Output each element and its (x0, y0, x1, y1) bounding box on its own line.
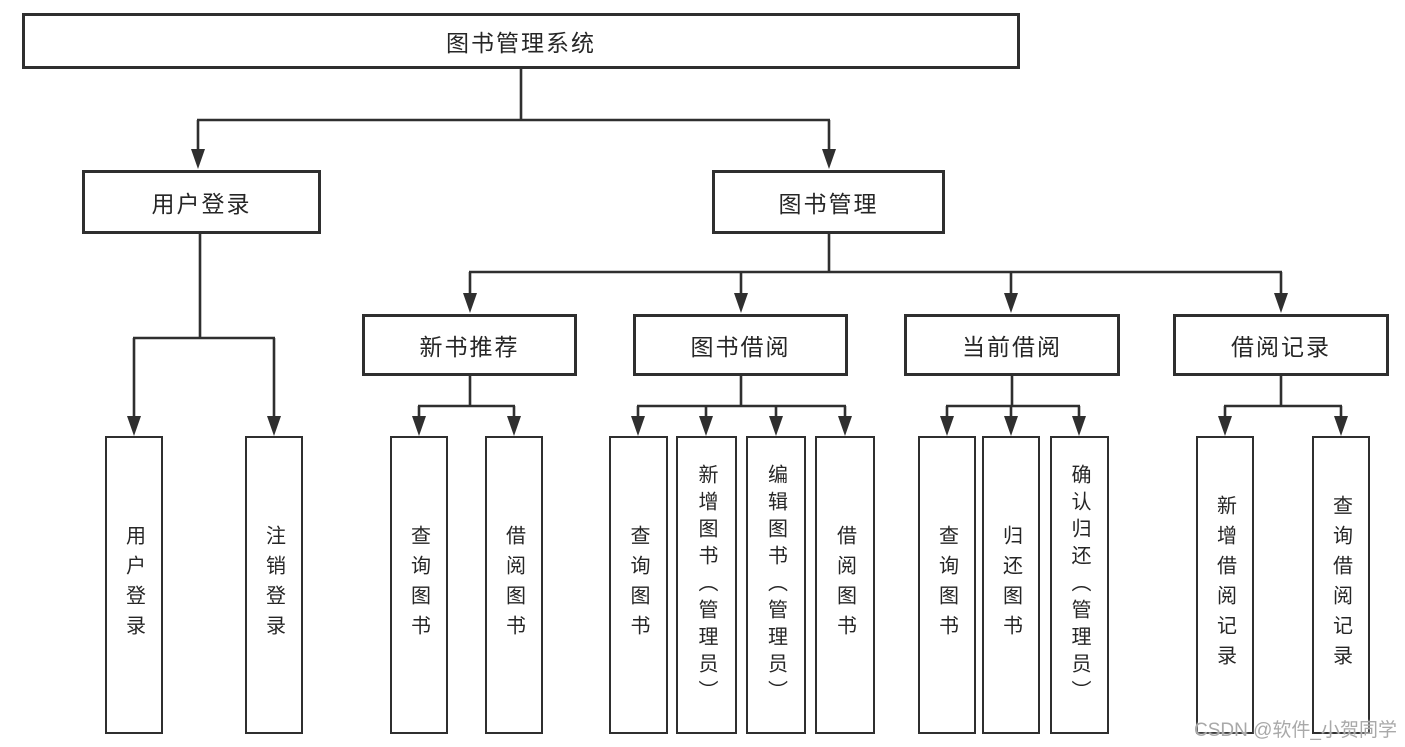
leaf-query-books-current: 查询图书 (918, 436, 976, 734)
leaf-query-books-borrow-label: 查询图书 (627, 525, 649, 645)
node-user-login-label: 用户登录 (151, 191, 252, 217)
leaf-logout-login: 注销登录 (245, 436, 303, 734)
connector-book-mgmt-to-level3 (463, 234, 1288, 313)
connector-root-to-level2 (191, 68, 836, 169)
node-new-book-recommendation: 新书推荐 (362, 314, 577, 376)
connector-borrow-records-to-leaves (1218, 376, 1348, 436)
leaf-add-borrow-record-label: 新增借阅记录 (1213, 495, 1236, 675)
node-book-management-label: 图书管理 (778, 191, 879, 217)
leaf-query-borrow-record-label: 查询借阅记录 (1329, 495, 1352, 675)
connector-new-books-to-leaves (412, 376, 521, 436)
leaf-logout-login-label: 注销登录 (262, 525, 285, 645)
node-book-borrowing: 图书借阅 (633, 314, 848, 376)
leaf-borrow-books-recommend: 借阅图书 (485, 436, 543, 734)
leaf-confirm-return-admin: 确认归还（管理员） (1050, 436, 1109, 734)
leaf-confirm-return-admin-label: 确认归还（管理员） (1068, 463, 1090, 707)
node-borrowing-records-label: 借阅记录 (1231, 334, 1331, 360)
connector-user-login-to-leaves (127, 234, 281, 436)
node-new-book-recommendation-label: 新书推荐 (419, 334, 520, 360)
leaf-user-login: 用户登录 (105, 436, 163, 734)
connector-book-borrow-to-leaves (631, 376, 852, 436)
node-borrowing-records: 借阅记录 (1173, 314, 1389, 376)
leaf-add-books-admin-label: 新增图书（管理员） (695, 463, 717, 707)
node-book-management: 图书管理 (712, 170, 945, 234)
leaf-borrow-books-recommend-label: 借阅图书 (502, 525, 525, 645)
node-user-login: 用户登录 (82, 170, 321, 234)
leaf-query-books-borrow: 查询图书 (609, 436, 668, 734)
leaf-user-login-label: 用户登录 (122, 525, 145, 645)
leaf-return-books-label: 归还图书 (999, 525, 1022, 645)
leaf-borrow-books-borrow-label: 借阅图书 (833, 525, 856, 645)
leaf-borrow-books-borrow: 借阅图书 (815, 436, 875, 734)
node-current-borrowing: 当前借阅 (904, 314, 1120, 376)
csdn-watermark: CSDN @软件_小贺同学 (1194, 720, 1397, 741)
leaf-query-books-recommend: 查询图书 (390, 436, 448, 734)
leaf-query-borrow-record: 查询借阅记录 (1312, 436, 1370, 734)
leaf-add-borrow-record: 新增借阅记录 (1196, 436, 1254, 734)
leaf-query-books-recommend-label: 查询图书 (407, 525, 430, 645)
leaf-edit-books-admin-label: 编辑图书（管理员） (764, 463, 787, 707)
leaf-edit-books-admin: 编辑图书（管理员） (746, 436, 806, 734)
node-library-management-system-label: 图书管理系统 (446, 30, 596, 56)
leaf-add-books-admin: 新增图书（管理员） (676, 436, 737, 734)
node-library-management-system: 图书管理系统 (22, 13, 1020, 69)
connector-current-borrow-to-leaves (940, 376, 1086, 436)
node-book-borrowing-label: 图书借阅 (690, 334, 791, 360)
leaf-return-books: 归还图书 (982, 436, 1040, 734)
node-current-borrowing-label: 当前借阅 (962, 334, 1062, 360)
leaf-query-books-current-label: 查询图书 (935, 525, 958, 645)
